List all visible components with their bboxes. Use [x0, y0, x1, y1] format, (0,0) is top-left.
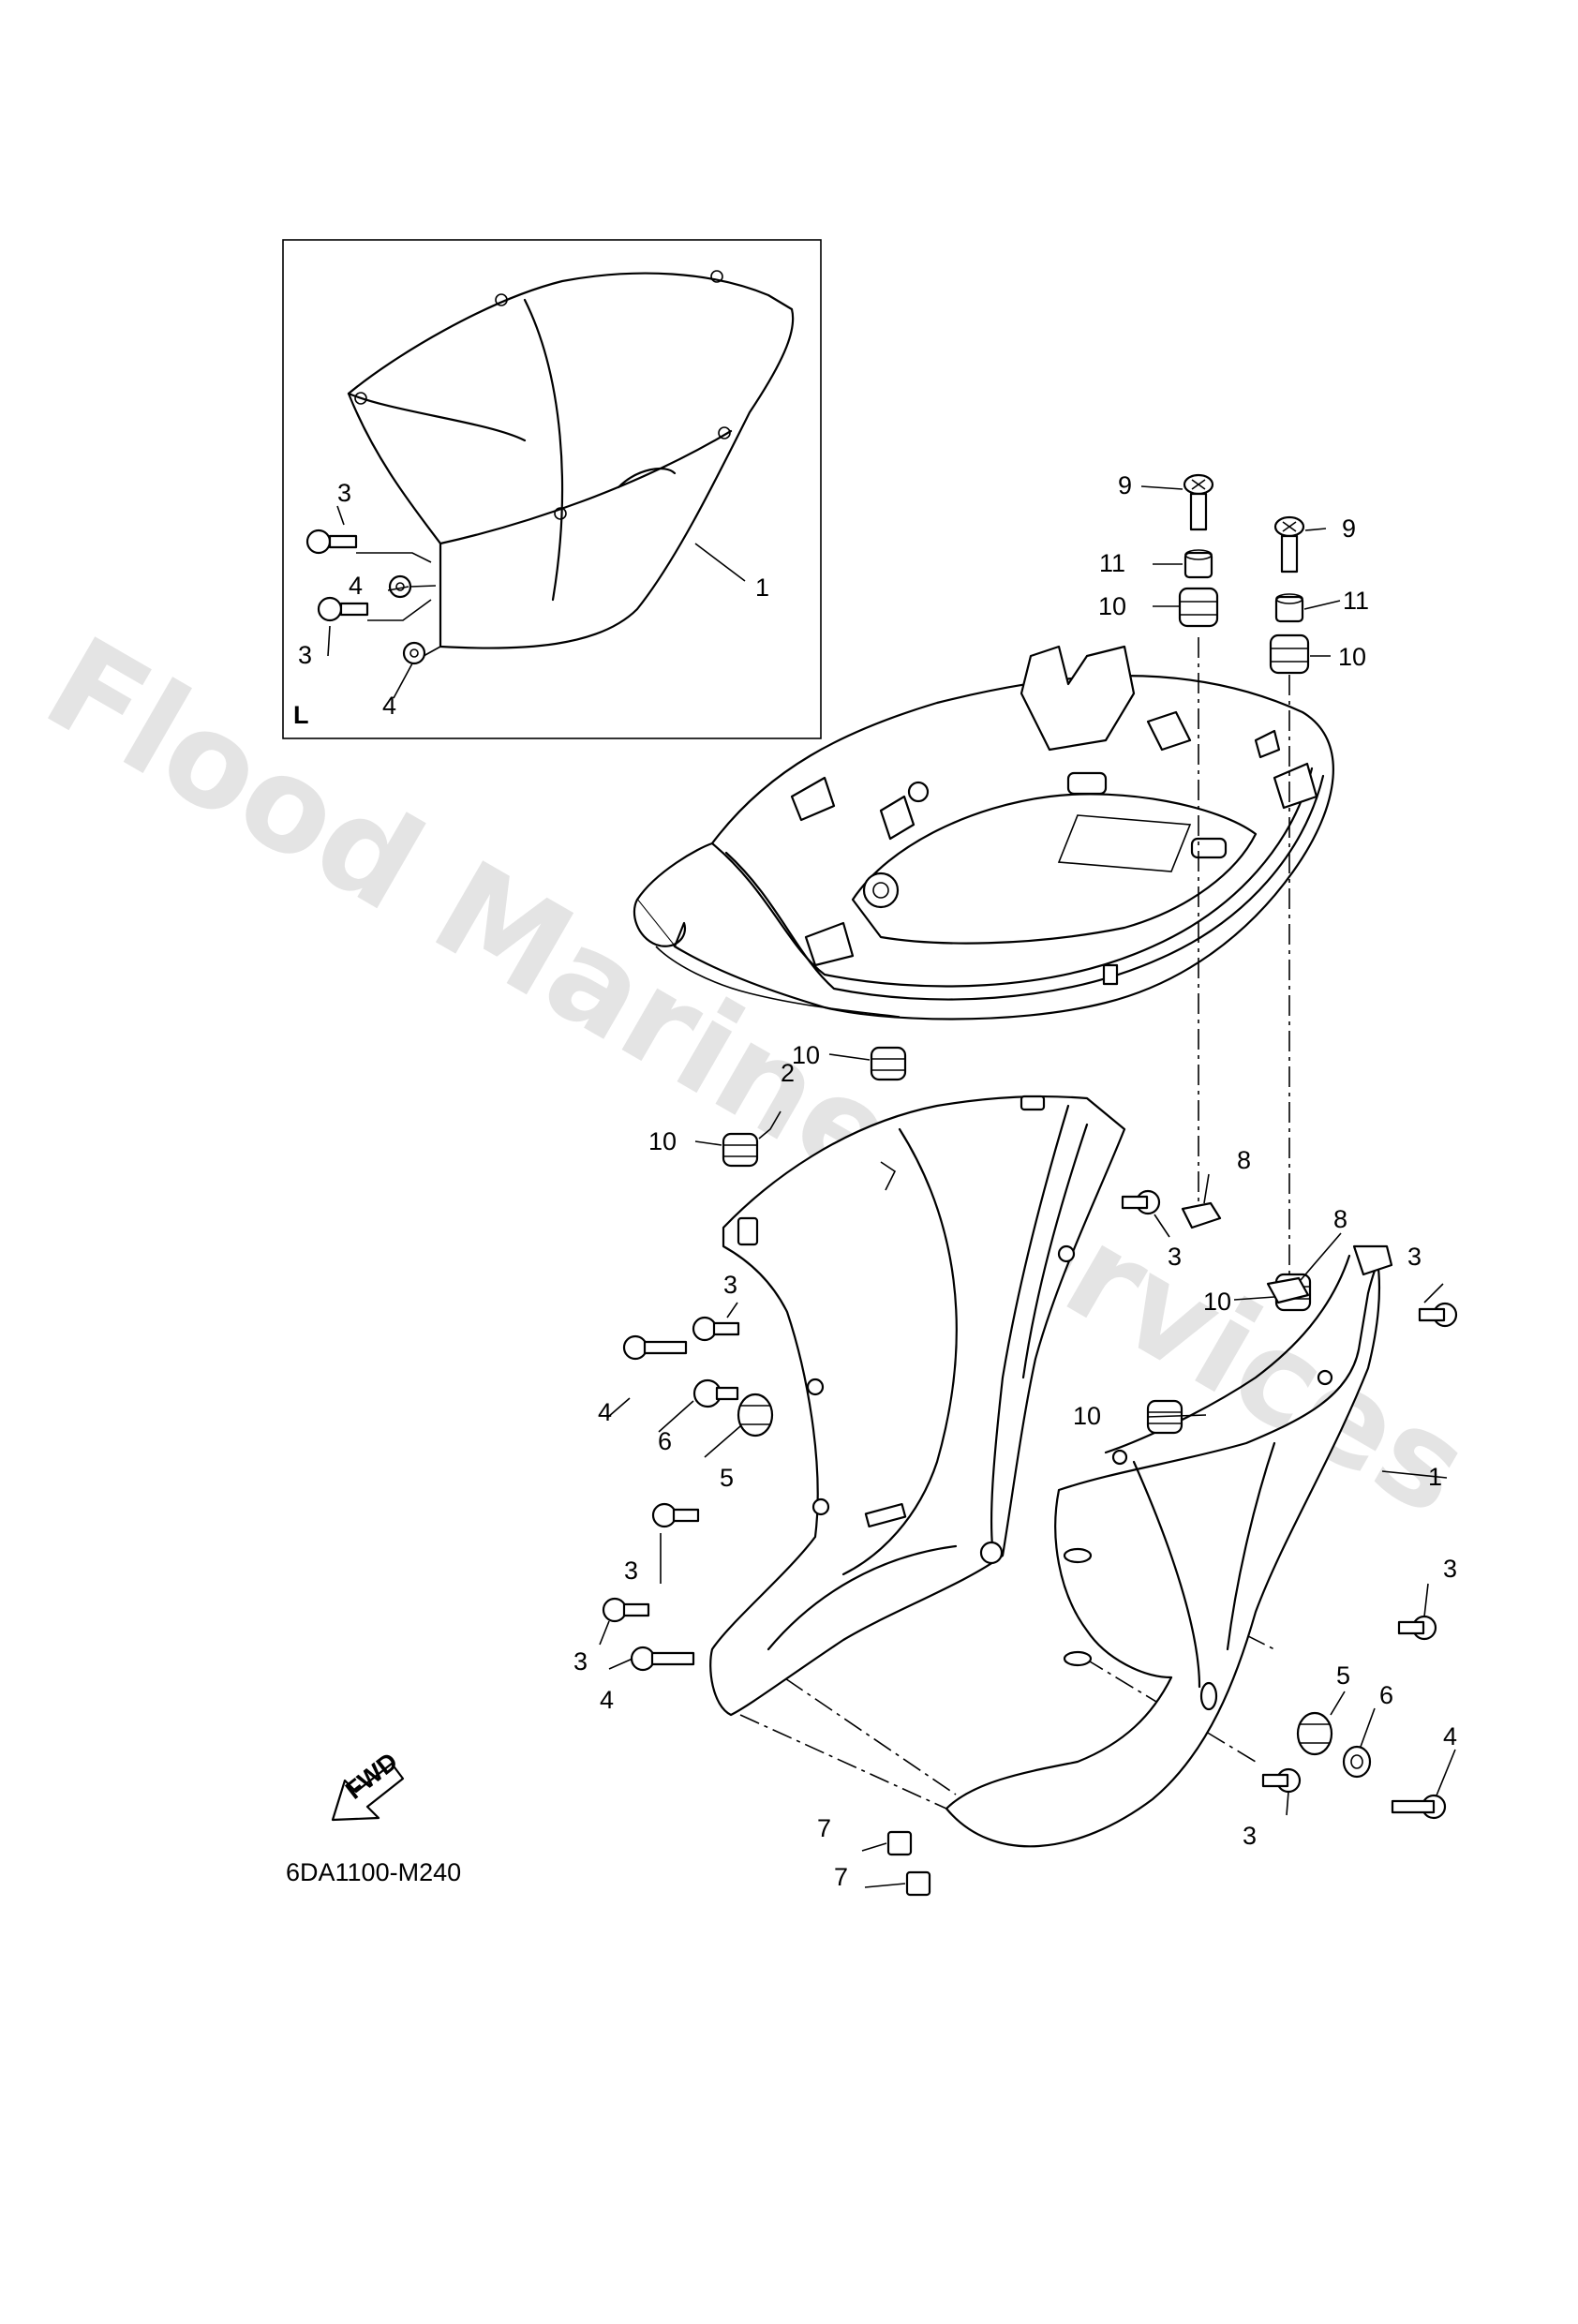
inset-letter: L	[293, 701, 309, 729]
bolt-icon	[602, 1597, 650, 1623]
bolt-icon	[1397, 1615, 1437, 1641]
callout-label: 10	[648, 1127, 677, 1155]
callout-label: 9	[1118, 471, 1132, 499]
callout-label: 4	[600, 1686, 614, 1714]
callout-label: 11	[1343, 587, 1369, 615]
nut-icon	[905, 1870, 931, 1897]
callout-label: 11	[1099, 549, 1125, 577]
diagram-code: 6DA1100-M240	[286, 1858, 461, 1886]
inset-bolt-icon	[317, 596, 369, 622]
callout-label: 10	[792, 1041, 820, 1069]
collar-icon	[1274, 593, 1304, 623]
callout-label: 3	[298, 641, 312, 669]
bottom-cowling-tray	[633, 645, 1334, 1020]
callout-label: 10	[1203, 1288, 1231, 1316]
callout-label: 3	[573, 1647, 588, 1676]
fwd-arrow-icon: FWD	[331, 1747, 405, 1822]
callout-label: 1	[1428, 1463, 1442, 1491]
callout-label: 3	[624, 1557, 638, 1585]
grommet-icon	[1296, 1711, 1333, 1756]
callout-label: 3	[337, 479, 351, 507]
long-bolt-icon	[1391, 1794, 1447, 1820]
grommet-icon	[870, 1046, 907, 1081]
nut-icon	[1181, 1201, 1222, 1229]
nut-icon	[886, 1830, 913, 1856]
callout-label: 8	[1237, 1146, 1251, 1174]
washer-icon	[692, 1378, 739, 1408]
inset-bolt-icon	[305, 529, 358, 555]
bolt-icon	[1261, 1767, 1302, 1794]
screw-icon	[1183, 473, 1214, 531]
callout-label: 3	[1443, 1555, 1457, 1583]
callout-label: 10	[1073, 1402, 1101, 1430]
long-bolt-icon	[622, 1334, 688, 1361]
callout-label: 4	[598, 1398, 612, 1426]
screw-icon	[1273, 515, 1305, 574]
callout-label: 3	[723, 1271, 737, 1299]
callout-label: 3	[1407, 1243, 1422, 1271]
inset-left-cover-view: 3 4 3 4 1 L	[282, 239, 822, 739]
inset-nut-icon	[402, 641, 426, 665]
callout-label: 7	[817, 1814, 831, 1842]
grommet-icon	[737, 1393, 774, 1438]
callout-label: 4	[349, 572, 363, 600]
alignment-line	[739, 1714, 947, 1810]
collar-icon	[1184, 549, 1213, 579]
bolt-icon	[692, 1316, 740, 1342]
leader-lines	[599, 485, 1456, 1888]
bolt-icon	[651, 1502, 700, 1528]
callout-label: 4	[382, 692, 396, 720]
callout-label: 8	[1333, 1205, 1347, 1233]
inset-lower-cover-part-1	[347, 272, 795, 649]
callout-label: 5	[1336, 1661, 1350, 1690]
callout-label: 3	[1168, 1243, 1182, 1271]
washer-icon	[1342, 1745, 1372, 1779]
callout-label: 10	[1098, 592, 1126, 620]
lower-cover-part-2	[709, 1095, 1126, 1717]
callout-label: 3	[1243, 1822, 1257, 1850]
callout-label: 6	[658, 1427, 672, 1455]
bolt-icon	[1121, 1189, 1161, 1215]
callout-label: 2	[781, 1059, 795, 1087]
inset-frame	[282, 239, 822, 739]
callout-label: 7	[834, 1863, 848, 1891]
callout-label: 1	[755, 574, 769, 602]
grommet-icon	[1178, 587, 1219, 628]
bolt-icon	[1418, 1302, 1458, 1328]
callout-label: 9	[1342, 514, 1356, 543]
callout-label: 5	[720, 1464, 734, 1492]
callout-label: 6	[1379, 1681, 1393, 1709]
grommet-icon	[722, 1132, 759, 1168]
callout-label: 10	[1338, 643, 1366, 671]
alignment-line	[755, 1658, 957, 1795]
nut-icon	[1266, 1276, 1310, 1304]
grommet-icon	[1269, 633, 1310, 675]
callout-label: 4	[1443, 1722, 1457, 1750]
lower-cover-part-1	[945, 1244, 1393, 1848]
long-bolt-icon	[630, 1646, 695, 1672]
